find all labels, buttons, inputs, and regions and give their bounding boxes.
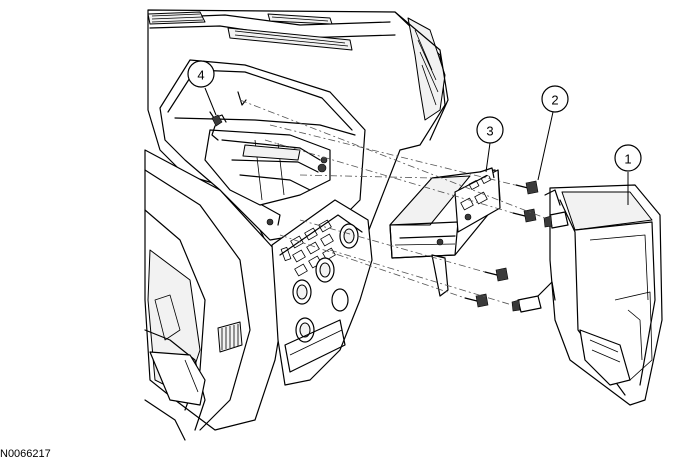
callout-4: 4: [187, 60, 215, 88]
screw: [515, 180, 539, 195]
callout-1-label: 1: [624, 152, 631, 167]
connector-clip: [209, 111, 227, 141]
screw-set: [464, 180, 539, 308]
screw: [484, 267, 509, 282]
callout-2-label: 2: [551, 93, 558, 108]
callout-3-label: 3: [486, 124, 493, 139]
screw: [464, 293, 489, 308]
leader-lines: [204, 87, 629, 205]
mounting-bracket: [204, 91, 331, 226]
callout-4-label: 4: [197, 68, 204, 83]
center-stack: [271, 199, 373, 386]
alignment-lines: [239, 99, 546, 306]
screw: [512, 208, 537, 223]
figure-id: N0066217: [0, 448, 51, 460]
trim-panel: [511, 184, 663, 406]
callout-3: 3: [476, 116, 504, 144]
callout-1: 1: [614, 144, 642, 172]
radio-module: [389, 167, 501, 297]
callout-2: 2: [541, 85, 569, 113]
